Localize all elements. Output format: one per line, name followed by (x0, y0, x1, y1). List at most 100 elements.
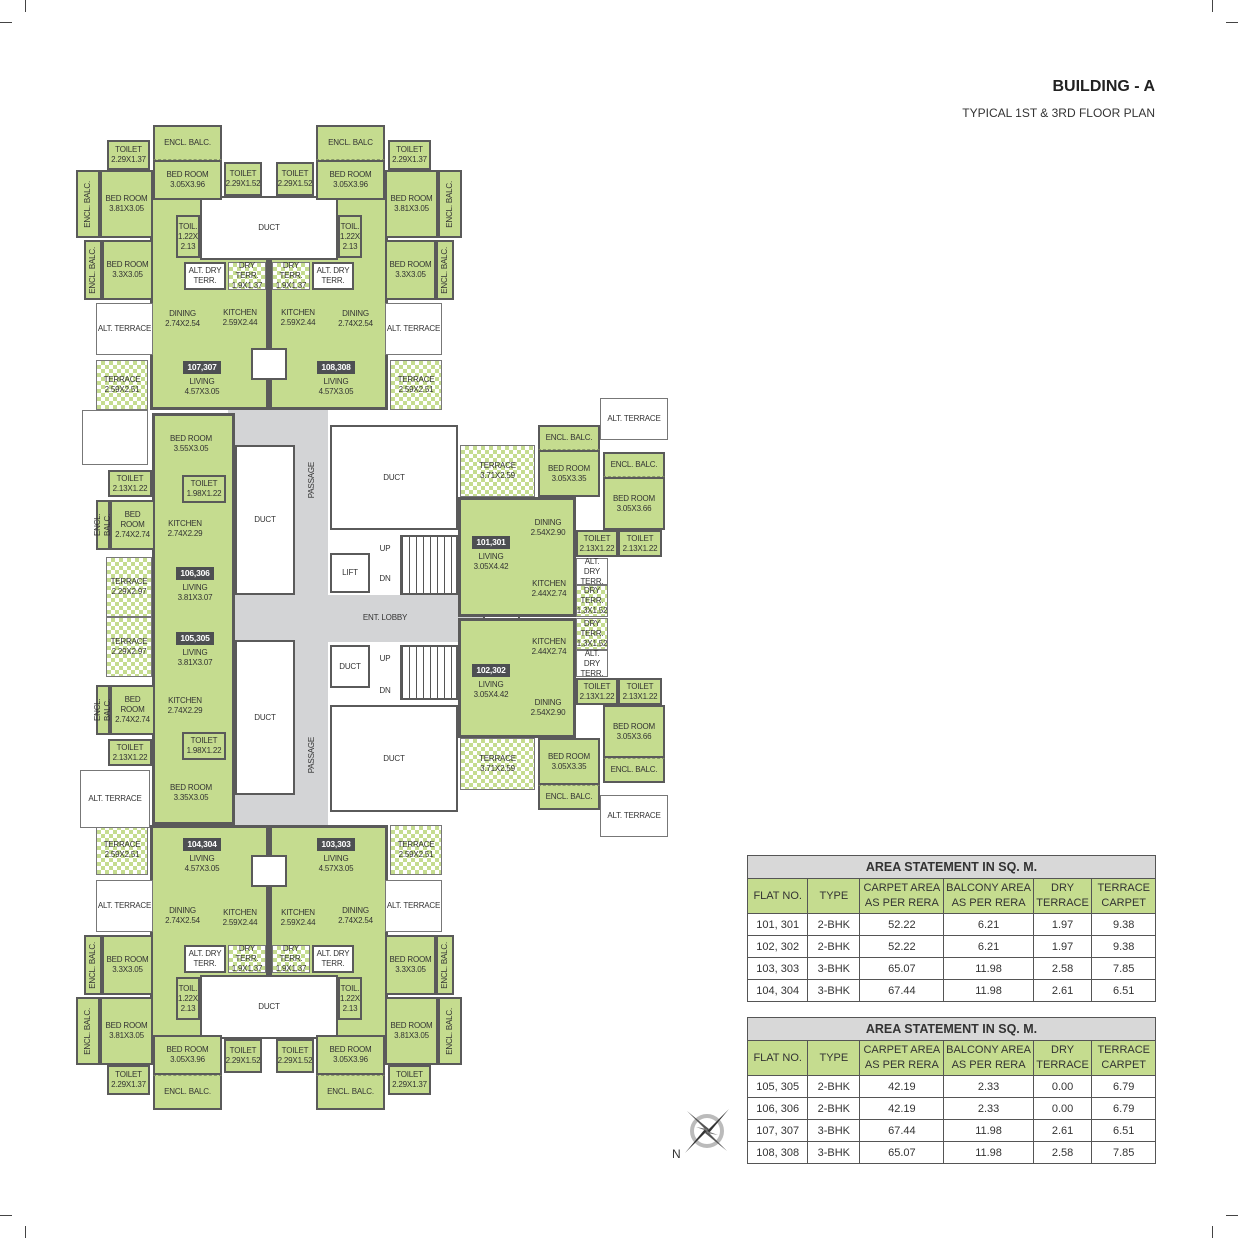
table-cell: 52.22 (859, 935, 945, 958)
room-encl-balc: ENCL. BALC. (84, 935, 102, 995)
room-lift: LIFT (330, 553, 370, 593)
table-cell: 3-BHK (807, 1119, 861, 1142)
room-duct: DUCT (200, 196, 338, 260)
room-name: BED ROOM (170, 783, 212, 792)
room-ent-lobby: ENT. LOBBY (330, 605, 440, 630)
room-name: BED ROOM (166, 1045, 209, 1054)
table-cell: 6.51 (1091, 979, 1156, 1002)
room-dimensions: 2.74X2.54 (338, 916, 373, 925)
room-name: DINING (342, 309, 369, 318)
table-cell: 106, 306 (746, 1097, 809, 1120)
room-dimensions: 4.57X3.05 (184, 387, 220, 396)
room-dimensions: 2.29X1.37 (392, 1080, 427, 1089)
room-name: LIVING (323, 854, 349, 863)
room-encl-balc: ENCL. BALC. (93, 500, 112, 550)
room-name: DINING (169, 906, 196, 915)
room-alt-terrace: ALT. TERRACE (80, 770, 150, 828)
room-dimensions: 2.44X2.74 (531, 588, 567, 598)
table-cell: 2.61 (1032, 1119, 1093, 1142)
room-dimensions: 2.29X2.97 (111, 587, 147, 596)
plan-shape (458, 618, 576, 738)
room-dimensions: 1.3X1.52 (576, 639, 608, 648)
room-name: TERRACE (479, 461, 516, 470)
column-header: DRY TERRACE (1032, 1040, 1093, 1076)
room-name: DUCT (254, 712, 276, 722)
room-name: ENCL. BALC. (610, 460, 658, 469)
room-name: TOILET (626, 533, 654, 543)
room-dry-terr: DRY TERR.1.3X1.52 (576, 618, 608, 650)
room-dimensions: 2.59X2.51 (398, 385, 434, 394)
room-dry-terr: DRY TERR.1.9X1.37 (272, 261, 310, 290)
room-name: TOILET (281, 169, 309, 178)
column-header: TERRACE CARPET (1091, 1040, 1156, 1076)
room-toil: TOIL.1.22X 2.13 (338, 215, 362, 258)
table-cell: 102, 302 (746, 935, 809, 958)
room-alt-dry-terr: ALT. DRY TERR. (184, 945, 226, 973)
room-name: TOILET (281, 1046, 309, 1055)
room-name: TOIL. (340, 221, 360, 231)
table-cell: 11.98 (943, 1141, 1034, 1164)
room-name: ENCL. BALC. (93, 513, 112, 537)
column-header: FLAT NO. (746, 878, 809, 914)
room-dimensions: 2.13X1.22 (579, 543, 615, 553)
room-dimensions: 2.29X1.37 (111, 1080, 146, 1089)
room-dimensions: 2.59X2.44 (222, 317, 258, 327)
room-dimensions: 1.9X1.37 (275, 281, 307, 290)
flat-number-badge: 104,304 (183, 838, 221, 851)
room-toil: TOIL.1.22X 2.13 (176, 215, 200, 258)
room-name: ENCL. BALC. (545, 792, 593, 801)
table-cell: 67.44 (859, 979, 945, 1002)
column-header: CARPET AREA AS PER RERA (859, 878, 945, 914)
room-dimensions: 3.71X2.59 (480, 764, 515, 773)
crop-mark (25, 1226, 26, 1238)
room-name: TERRACE (397, 840, 435, 849)
room-name: ENCL. BALC. (445, 180, 454, 228)
compass-rose-icon: N (672, 1105, 734, 1165)
room-dimensions: 1.98X1.22 (186, 489, 222, 498)
table-title: AREA STATEMENT IN SQ. M. (747, 855, 1156, 879)
table-cell: 42.19 (859, 1075, 945, 1098)
room-name: TOIL. (178, 221, 198, 231)
room-dn: DN (372, 568, 398, 590)
column-header: BALCONY AREA AS PER RERA (943, 1040, 1034, 1076)
room-dimensions: 1.22X 2.13 (340, 231, 360, 251)
plan-shape (251, 348, 287, 380)
room-dry-terr: DRY TERR.1.3X1.52 (576, 585, 608, 617)
room-alt-terrace: ALT. TERRACE (96, 303, 153, 355)
room-name: DINING (342, 906, 369, 915)
room-alt-terrace: ALT. TERRACE (385, 303, 442, 355)
staircase (400, 535, 458, 595)
room-dimensions: 2.29X1.52 (277, 179, 313, 188)
table-cell: 107, 307 (746, 1119, 809, 1142)
room-name: ALT. DRY TERR. (316, 266, 350, 285)
room-name: ENCL. BALC. (440, 941, 449, 989)
room-encl-balc: ENCL. BALC. (603, 452, 665, 477)
room-name: ENCL. BALC. (327, 1087, 374, 1096)
room-dimensions: 3.05X3.96 (333, 1055, 368, 1064)
room-dimensions: 2.74X2.29 (167, 705, 203, 715)
room-dimensions: 2.59X2.44 (280, 317, 316, 327)
room-dry-terr: DRY TERR.1.9X1.37 (272, 944, 310, 973)
room-dimensions: 3.05X3.96 (170, 180, 205, 189)
room-dimensions: 2.59X2.44 (280, 917, 316, 927)
flat-number-badge: 102,302 (472, 663, 510, 677)
table-cell: 3-BHK (807, 979, 861, 1002)
